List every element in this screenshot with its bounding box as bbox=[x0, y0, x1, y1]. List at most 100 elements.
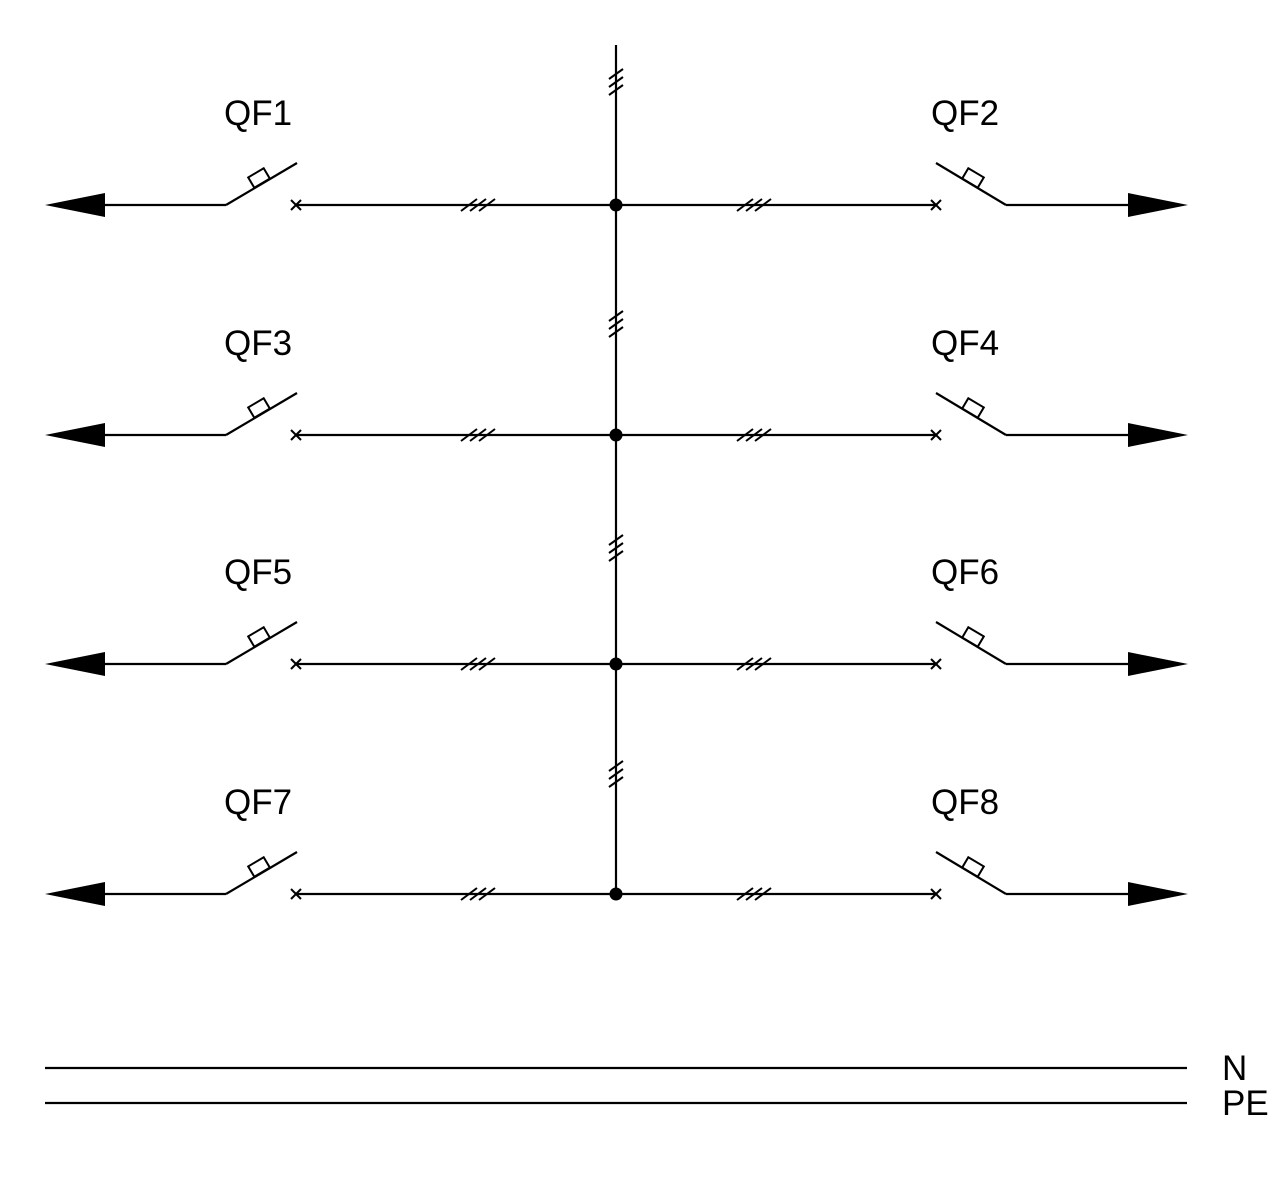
left-feeder: QF3 bbox=[45, 324, 616, 447]
slash-tick bbox=[736, 887, 754, 901]
slash-tick bbox=[754, 428, 772, 442]
conductor-label: N bbox=[1222, 1049, 1247, 1088]
breaker-contact-x bbox=[290, 199, 302, 211]
conductor: PE bbox=[45, 1084, 1269, 1123]
conductor-label: PE bbox=[1222, 1084, 1269, 1123]
x-stroke bbox=[290, 429, 302, 441]
x-stroke bbox=[290, 888, 302, 900]
slash-tick bbox=[469, 198, 487, 212]
breaker-label: QF8 bbox=[931, 783, 999, 822]
left-feeder: QF5 bbox=[45, 553, 616, 676]
right-feeder: QF6 bbox=[616, 553, 1188, 676]
slash-tick bbox=[460, 198, 478, 212]
bus-three-phase-mark bbox=[608, 310, 624, 338]
breaker-contact-x bbox=[290, 658, 302, 670]
breaker-label: QF7 bbox=[224, 783, 292, 822]
arrow-right-icon bbox=[1128, 423, 1188, 447]
breaker-label: QF3 bbox=[224, 324, 292, 363]
arrow-left-icon bbox=[45, 652, 105, 676]
breaker-release-rect bbox=[246, 166, 272, 190]
slash-tick bbox=[608, 84, 624, 96]
x-stroke bbox=[930, 429, 942, 441]
arrow-left-icon bbox=[45, 193, 105, 217]
right-feeder: QF2 bbox=[616, 94, 1188, 217]
breaker-contact-x bbox=[290, 888, 302, 900]
main-bus bbox=[608, 45, 624, 894]
conductor: N bbox=[45, 1049, 1247, 1088]
breaker-contact-x bbox=[930, 888, 942, 900]
feeder-row: QF3 QF4 bbox=[45, 324, 1188, 447]
three-phase-mark bbox=[736, 428, 772, 442]
three-phase-mark bbox=[736, 198, 772, 212]
slash-tick bbox=[754, 657, 772, 671]
x-stroke bbox=[930, 658, 942, 670]
feeder-row: QF7 QF8 bbox=[45, 783, 1188, 906]
slash-tick bbox=[608, 550, 624, 562]
breaker-release-rect bbox=[960, 166, 986, 190]
right-feeder: QF4 bbox=[616, 324, 1188, 447]
slash-tick bbox=[608, 760, 624, 772]
slash-tick bbox=[460, 428, 478, 442]
slash-tick bbox=[469, 428, 487, 442]
slash-tick bbox=[745, 657, 763, 671]
slash-tick bbox=[469, 887, 487, 901]
bus-three-phase-mark bbox=[608, 760, 624, 788]
slash-tick bbox=[745, 198, 763, 212]
neutral-and-pe-conductors: NPE bbox=[45, 1049, 1269, 1123]
slash-tick bbox=[736, 428, 754, 442]
breaker-label: QF4 bbox=[931, 324, 999, 363]
arrow-right-icon bbox=[1128, 882, 1188, 906]
slash-tick bbox=[736, 657, 754, 671]
breaker-release-rect bbox=[246, 396, 272, 420]
slash-tick bbox=[745, 428, 763, 442]
x-stroke bbox=[930, 199, 942, 211]
breaker-contact-x bbox=[290, 429, 302, 441]
three-phase-mark bbox=[736, 657, 772, 671]
arrow-right-icon bbox=[1128, 652, 1188, 676]
breaker-label: QF6 bbox=[931, 553, 999, 592]
slash-tick bbox=[478, 428, 496, 442]
breaker-release-rect bbox=[960, 625, 986, 649]
slash-tick bbox=[478, 198, 496, 212]
arrow-left-icon bbox=[45, 423, 105, 447]
breaker-contact-x bbox=[930, 429, 942, 441]
three-phase-mark bbox=[460, 887, 496, 901]
left-feeder: QF7 bbox=[45, 783, 616, 906]
feeder-row: QF5 QF6 bbox=[45, 553, 1188, 676]
breaker-release-rect bbox=[960, 396, 986, 420]
feeder-row: QF1 QF2 bbox=[45, 94, 1188, 217]
breaker-label: QF2 bbox=[931, 94, 999, 133]
slash-tick bbox=[478, 887, 496, 901]
three-phase-mark bbox=[460, 657, 496, 671]
slash-tick bbox=[478, 657, 496, 671]
slash-tick bbox=[608, 768, 624, 780]
slash-tick bbox=[608, 68, 624, 80]
bus-three-phase-mark bbox=[608, 534, 624, 562]
breaker-release-rect bbox=[960, 855, 986, 879]
x-stroke bbox=[290, 199, 302, 211]
three-phase-mark bbox=[460, 198, 496, 212]
slash-tick bbox=[469, 657, 487, 671]
right-feeder: QF8 bbox=[616, 783, 1188, 906]
breaker-release-rect bbox=[246, 855, 272, 879]
slash-tick bbox=[754, 887, 772, 901]
left-feeder: QF1 bbox=[45, 94, 616, 217]
breaker-release-rect bbox=[246, 625, 272, 649]
slash-tick bbox=[460, 657, 478, 671]
slash-tick bbox=[745, 887, 763, 901]
arrow-left-icon bbox=[45, 882, 105, 906]
breaker-contact-x bbox=[930, 658, 942, 670]
slash-tick bbox=[608, 326, 624, 338]
slash-tick bbox=[754, 198, 772, 212]
breaker-label: QF5 bbox=[224, 553, 292, 592]
slash-tick bbox=[608, 534, 624, 546]
bus-three-phase-mark bbox=[608, 68, 624, 96]
three-phase-mark bbox=[460, 428, 496, 442]
slash-tick bbox=[608, 76, 624, 88]
slash-tick bbox=[608, 310, 624, 322]
slash-tick bbox=[608, 318, 624, 330]
slash-tick bbox=[608, 542, 624, 554]
breaker-label: QF1 bbox=[224, 94, 292, 133]
